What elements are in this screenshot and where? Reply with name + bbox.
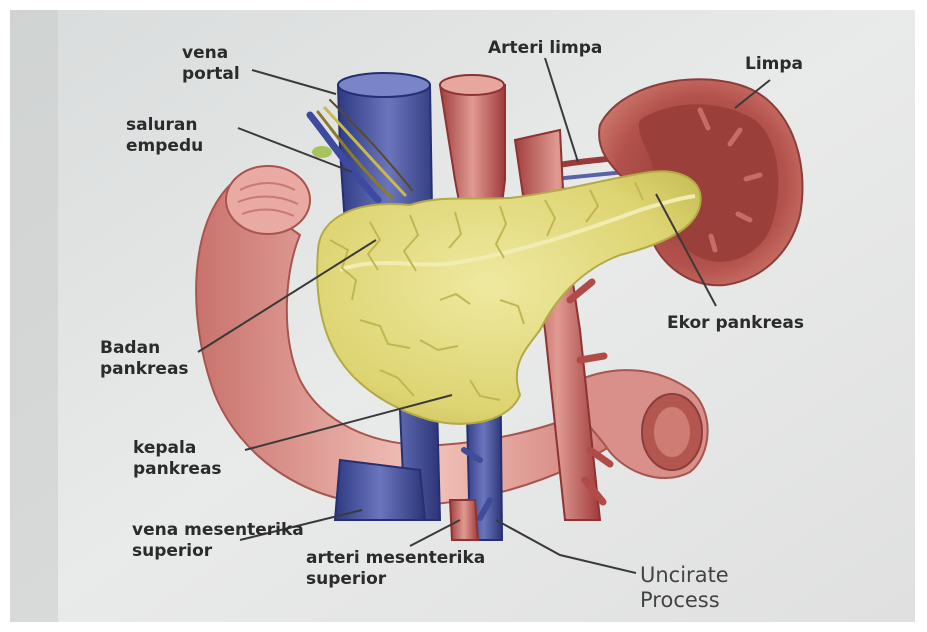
label-arteri-mesenterika-superior: arteri mesenterika superior [306,548,485,590]
label-arteri-limpa: Arteri limpa [488,38,602,59]
label-saluran-empedu: saluran empedu [126,115,203,157]
label-vena-portal: vena portal [182,43,240,85]
label-badan-pankreas: Badan pankreas [100,338,189,380]
label-uncirate-process: Uncirate Process [640,563,729,613]
label-vena-mesenterika-superior: vena mesenterika superior [132,520,304,562]
label-kepala-pankreas: kepala pankreas [133,438,222,480]
label-limpa: Limpa [745,54,803,75]
label-ekor-pankreas: Ekor pankreas [667,313,804,334]
